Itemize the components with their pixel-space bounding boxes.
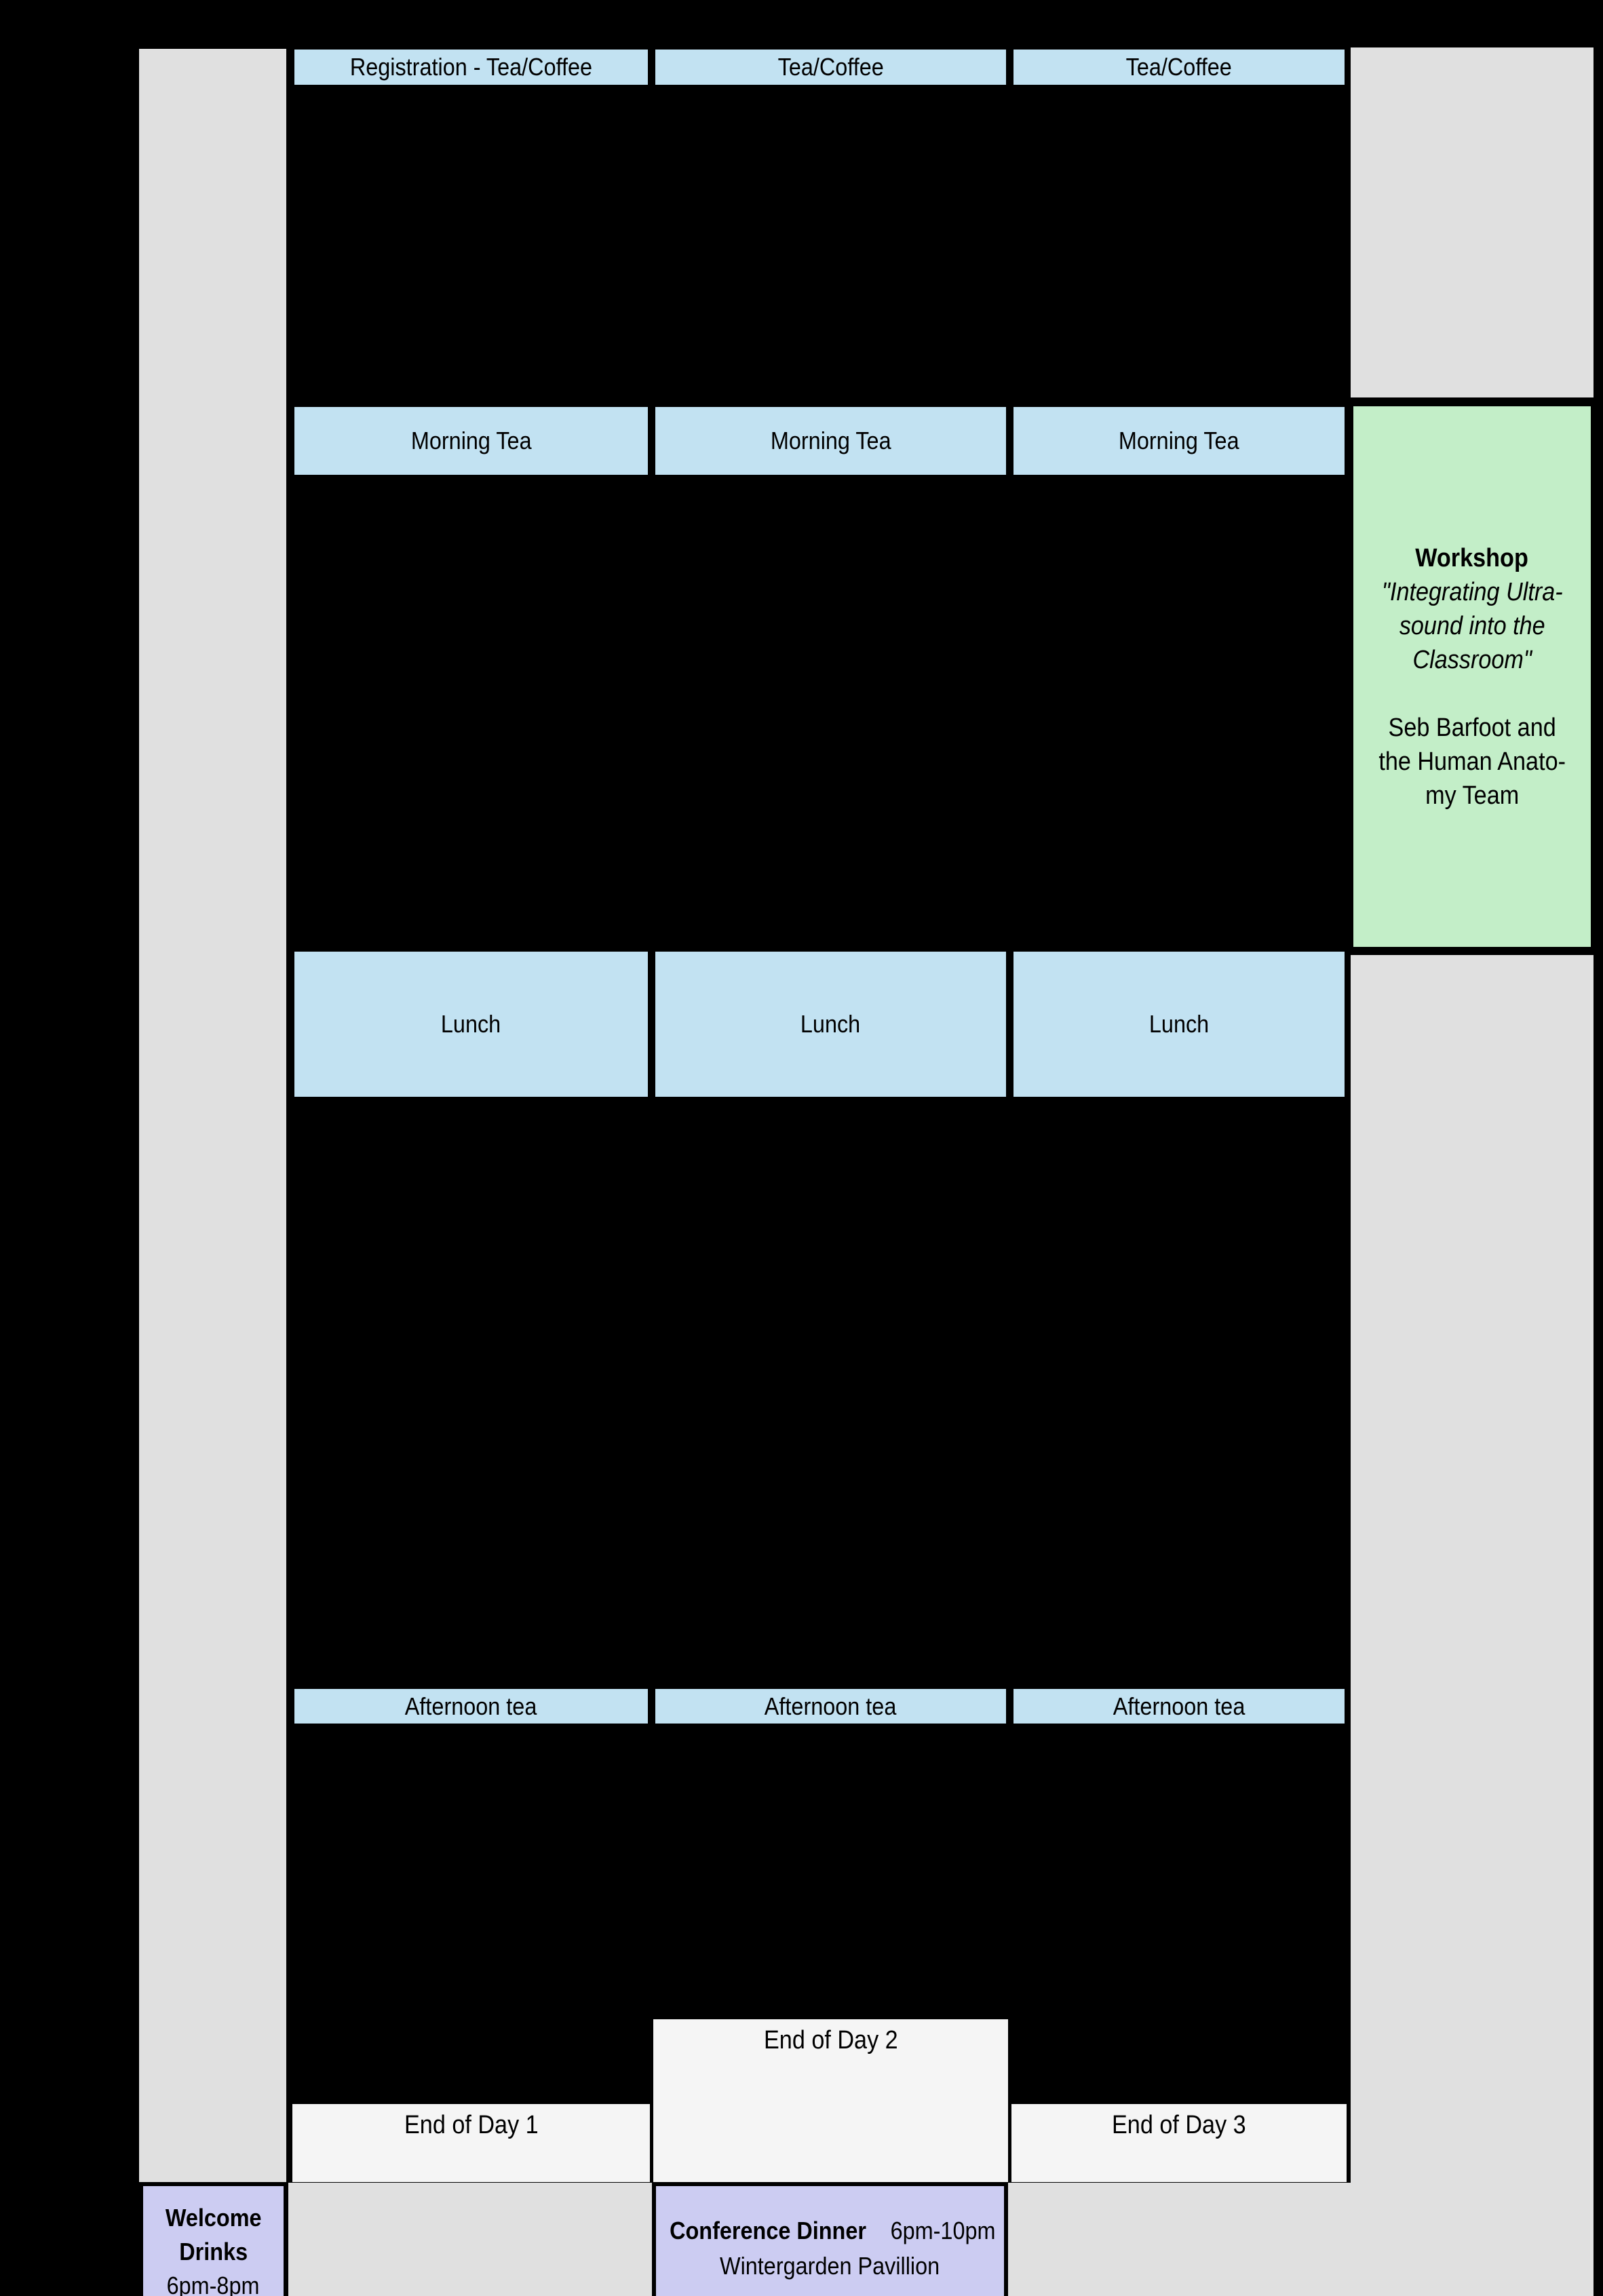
end-of-day-3-box: End of Day 3: [1011, 2104, 1347, 2182]
cell-lunch-day1: Lunch: [292, 950, 650, 1099]
workshop-speaker: Seb Barfoot and the Human Anato- my Team: [1378, 713, 1566, 810]
end-of-day-2-box: End of Day 2: [653, 2019, 1008, 2182]
cell-label: Lunch: [800, 1010, 861, 1038]
cell-label: Morning Tea: [1119, 427, 1239, 454]
right-sidebar-bottom: [1351, 955, 1594, 2296]
cell-morning-tea-day1: Morning Tea: [292, 405, 650, 477]
cell-registration-tea-day1: Registration - Tea/Coffee: [292, 47, 650, 87]
cell-label: Afternoon tea: [1113, 1692, 1245, 1720]
cell-label: Afternoon tea: [765, 1692, 897, 1720]
cell-label: Morning Tea: [770, 427, 891, 454]
cell-label: Lunch: [441, 1010, 501, 1038]
cell-label: Lunch: [1148, 1010, 1210, 1038]
conference-dinner-title: Conference Dinner: [670, 2217, 867, 2244]
cell-lunch-day2: Lunch: [653, 950, 1008, 1099]
cell-afternoon-tea-day1: Afternoon tea: [292, 1687, 650, 1726]
cell-lunch-day3: Lunch: [1011, 950, 1347, 1099]
cell-label: Afternoon tea: [405, 1692, 537, 1720]
end-of-day-1-box: End of Day 1: [292, 2104, 650, 2182]
cell-label: Morning Tea: [410, 427, 532, 454]
conference-dinner-venue: Wintergarden Pavillion: [720, 2252, 940, 2280]
cell-label: Tea/Coffee: [777, 53, 884, 81]
conference-dinner-card: Conference Dinner 6pm-10pm Wintergarden …: [652, 2182, 1008, 2296]
workshop-topic: "Integrating Ultra- sound into the Class…: [1381, 577, 1563, 674]
cell-morning-tea-day2: Morning Tea: [653, 405, 1008, 477]
end-of-day-label: End of Day 3: [1112, 2111, 1246, 2139]
cell-tea-coffee-day2: Tea/Coffee: [653, 47, 1008, 87]
cell-afternoon-tea-day3: Afternoon tea: [1011, 1687, 1347, 1726]
cell-afternoon-tea-day2: Afternoon tea: [653, 1687, 1008, 1726]
cell-label: Tea/Coffee: [1125, 53, 1233, 81]
workshop-title: Workshop: [1415, 543, 1529, 572]
cell-morning-tea-day3: Morning Tea: [1011, 405, 1347, 477]
end-of-day-label: End of Day 1: [404, 2111, 539, 2139]
time-column: [139, 49, 286, 2183]
right-sidebar-top: [1351, 47, 1594, 397]
cell-tea-coffee-day3: Tea/Coffee: [1011, 47, 1347, 87]
workshop-card: Workshop "Integrating Ultra- sound into …: [1351, 404, 1594, 950]
conference-dinner-time: 6pm-10pm: [890, 2217, 995, 2244]
end-of-day-label: End of Day 2: [763, 2026, 898, 2055]
welcome-drinks-card: Welcome Drinks 6pm-8pm: [139, 2182, 288, 2296]
welcome-drinks-time: 6pm-8pm: [167, 2272, 260, 2296]
cell-label: Registration - Tea/Coffee: [349, 53, 593, 81]
welcome-drinks-title: Welcome Drinks: [165, 2204, 262, 2265]
